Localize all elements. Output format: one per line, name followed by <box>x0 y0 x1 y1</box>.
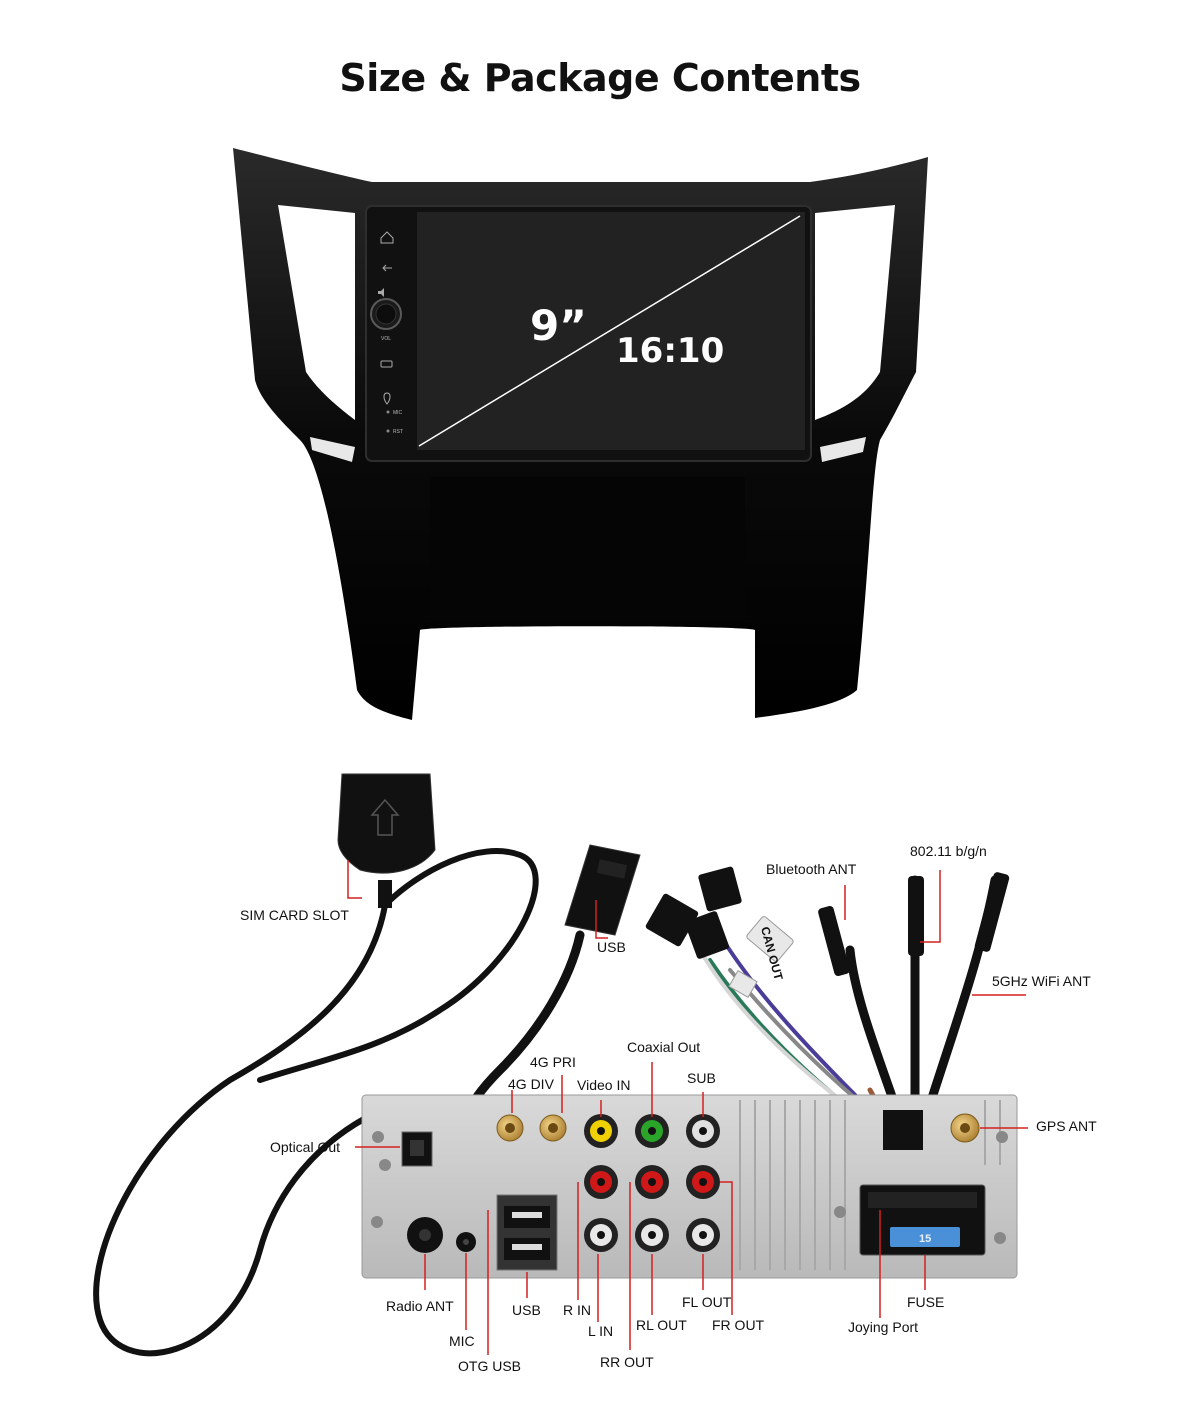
sim-slot-line <box>347 860 362 899</box>
usb-port-label: USB <box>512 1302 541 1318</box>
fr-out-label: FR OUT <box>712 1317 765 1333</box>
navigation-icon[interactable] <box>383 392 391 405</box>
rl-out-jack <box>648 1231 656 1239</box>
aspect-ratio-label: 16:10 <box>616 331 724 371</box>
fl-out-label: FL OUT <box>682 1294 732 1310</box>
l-in-jack <box>597 1231 605 1239</box>
coaxial-out-label: Coaxial Out <box>627 1039 700 1055</box>
rst-label: RST <box>393 429 403 435</box>
sim-card-slot-label: SIM CARD SLOT <box>240 907 349 923</box>
rr-out-jack <box>648 1178 656 1186</box>
right-vent-slot <box>820 437 866 462</box>
sim-card-module <box>337 773 436 908</box>
vol-label: VOL <box>381 336 391 342</box>
page-title: Size & Package Contents <box>339 56 861 100</box>
joying-port-label: Joying Port <box>848 1319 918 1335</box>
mic-label: MIC <box>393 410 403 416</box>
screw <box>372 1131 384 1143</box>
optical-out-label: Optical Out <box>270 1139 340 1155</box>
fuse-block <box>890 1227 960 1247</box>
screw <box>994 1232 1006 1244</box>
home-icon[interactable] <box>380 231 394 244</box>
r-in-jack <box>597 1178 605 1186</box>
bluetooth-ant-label: Bluetooth ANT <box>766 861 857 877</box>
screw <box>379 1159 391 1171</box>
sim-cable-loop <box>257 848 539 1083</box>
left-vent-slot <box>310 437 355 462</box>
4g-div-label: 4G DIV <box>508 1076 555 1092</box>
right-vent-cutout <box>815 205 895 420</box>
radio-icon[interactable] <box>380 360 393 368</box>
sub-jack <box>699 1127 707 1135</box>
coaxial-out-jack <box>648 1127 656 1135</box>
fr-out-jack <box>699 1178 707 1186</box>
screen-diagonal <box>418 215 801 447</box>
usb-connector <box>564 844 641 936</box>
fuse-rating-label: 15 <box>919 1233 931 1245</box>
wifi-antenna <box>908 876 924 956</box>
fl-out-jack <box>699 1231 707 1239</box>
callout-labels: SIM CARD SLOT USB Bluetooth ANT 802.11 b… <box>240 843 1097 1374</box>
gps-ant-label: GPS ANT <box>1036 1118 1097 1134</box>
screw <box>371 1216 383 1228</box>
volume-knob-center <box>375 303 397 325</box>
mic-hole <box>386 410 390 414</box>
wifi-80211-label: 802.11 b/g/n <box>910 843 987 859</box>
volume-icon <box>378 288 384 297</box>
head-unit-front: 9” 16:10 VOL MIC RST <box>233 148 928 720</box>
video-in-jack <box>597 1127 605 1135</box>
rear-chassis: 15 <box>361 1094 1018 1279</box>
back-icon[interactable] <box>382 264 392 272</box>
antenna-sleeves <box>818 872 1010 976</box>
mic-callout-label: MIC <box>449 1333 475 1349</box>
rl-out-label: RL OUT <box>636 1317 687 1333</box>
rr-out-label: RR OUT <box>600 1354 654 1370</box>
side-buttons: VOL MIC RST <box>370 231 403 435</box>
bluetooth-antenna <box>818 906 850 976</box>
lower-panel <box>430 477 745 619</box>
can-out-tag <box>746 916 794 962</box>
chassis-vents <box>739 1100 1001 1270</box>
r-in-label: R IN <box>563 1302 591 1318</box>
insert-arrow-icon <box>370 798 400 836</box>
wifi5g-antenna <box>974 872 1010 952</box>
rca-jacks <box>584 1114 720 1252</box>
fuse-label: FUSE <box>907 1294 944 1310</box>
video-in-label: Video IN <box>577 1077 630 1093</box>
sub-label: SUB <box>687 1070 716 1086</box>
left-vent-cutout <box>278 205 355 420</box>
screw <box>834 1206 846 1218</box>
sim-cable <box>93 902 443 1357</box>
screen-size-label: 9” <box>530 301 587 350</box>
screw <box>996 1131 1008 1143</box>
reset-hole[interactable] <box>386 429 390 433</box>
otg-usb-label: OTG USB <box>458 1358 521 1374</box>
4g-pri-label: 4G PRI <box>530 1054 576 1070</box>
l-in-label: L IN <box>588 1323 613 1339</box>
harness-plugs: CAN OUT <box>645 866 794 998</box>
usb-cable-label: USB <box>597 939 626 955</box>
wifi-5ghz-label: 5GHz WiFi ANT <box>992 973 1091 989</box>
callout-lines <box>347 860 1028 1355</box>
radio-ant-label: Radio ANT <box>386 1298 454 1314</box>
